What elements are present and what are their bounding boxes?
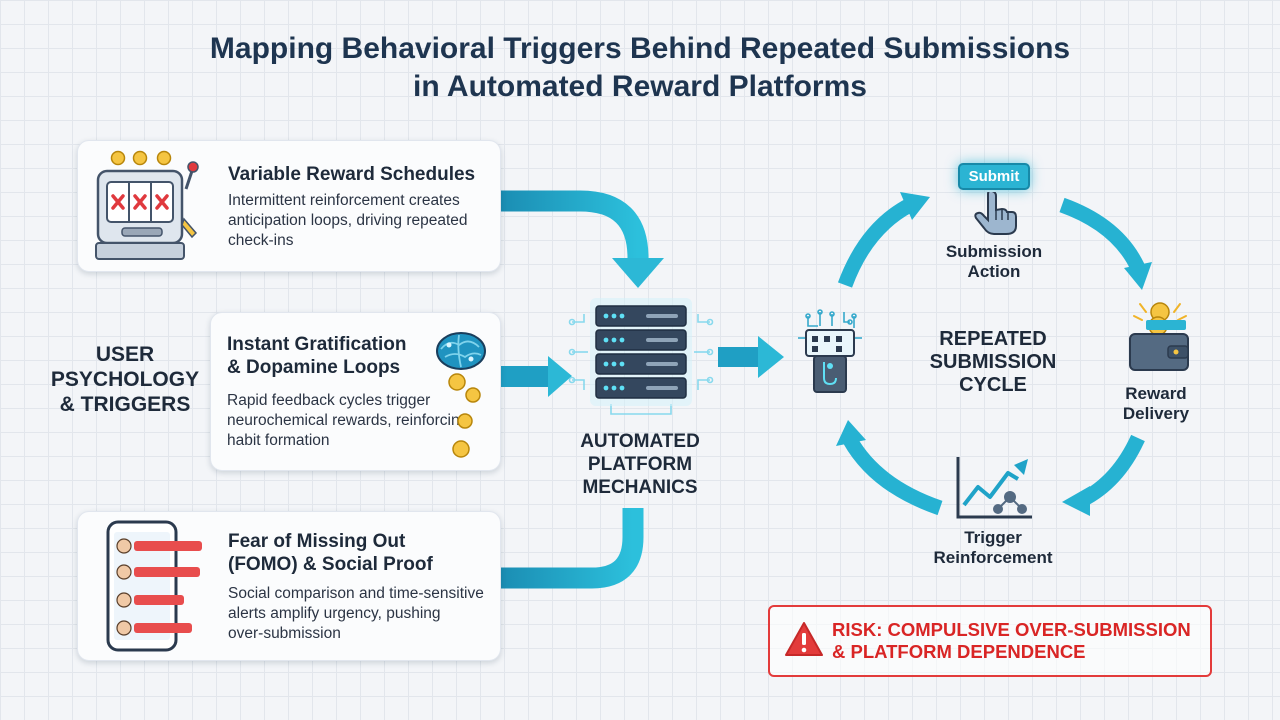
node-label-line: Trigger (964, 528, 1022, 547)
arrowhead-card1 (612, 258, 664, 288)
side-label-line: & TRIGGERS (59, 393, 191, 416)
card-body-line: Intermittent reinforcement creates (228, 192, 460, 209)
card-variable-reward: Variable Reward Schedules Intermittent r… (77, 140, 501, 272)
cycle-head-bottom-right (1062, 486, 1090, 516)
risk-text-line: RISK: COMPULSIVE OVER-SUBMISSION (832, 619, 1191, 640)
brain-icon (436, 332, 486, 458)
cycle-center-label: REPEATED SUBMISSION CYCLE (918, 328, 1068, 397)
slot-machine-icon (95, 150, 199, 260)
card-title: Fear of Missing Out (FOMO) & Social Proo… (228, 530, 433, 576)
side-label-line: PSYCHOLOGY (50, 368, 200, 391)
cycle-label-line: CYCLE (959, 374, 1027, 396)
card-body-line: habit formation (227, 432, 330, 449)
cycle-arc-bottom-right (1078, 434, 1145, 507)
card-body-line: Rapid feedback cycles trigger (227, 392, 431, 409)
card-body: Intermittent reinforcement creates antic… (228, 191, 468, 251)
submission-action-label: Submission Action (924, 242, 1064, 282)
side-label-line: USER (95, 343, 155, 366)
card-body-line: Social comparison and time-sensitive (228, 585, 484, 602)
side-label: USER PSYCHOLOGY & TRIGGERS (40, 342, 210, 417)
card-body-line: over-submission (228, 625, 341, 642)
pointer-hand-icon (974, 192, 1017, 235)
cycle-label-line: REPEATED (939, 328, 1047, 350)
title-line-2: in Automated Reward Platforms (413, 70, 867, 103)
reward-delivery-label: Reward Delivery (1096, 384, 1216, 424)
arrow-platform-body (718, 347, 760, 367)
card-instant-gratification: Instant Gratification & Dopamine Loops R… (210, 312, 501, 471)
trigger-reinforcement-label: Trigger Reinforcement (918, 528, 1068, 568)
card-title-line: & Dopamine Loops (227, 357, 401, 378)
risk-text-line: & PLATFORM DEPENDENCE (832, 641, 1086, 662)
platform-label-line: MECHANICS (582, 477, 698, 498)
page-title: Mapping Behavioral Triggers Behind Repea… (0, 30, 1280, 106)
submit-button[interactable]: Submit (958, 163, 1030, 190)
arrow-card2-body (500, 366, 550, 387)
platform-label: AUTOMATED PLATFORM MECHANICS (560, 430, 720, 499)
card-title-line: Variable Reward Schedules (228, 164, 476, 185)
wallet-icon (1129, 302, 1189, 371)
card-body-line: alerts amplify urgency, pushing (228, 605, 441, 622)
node-label-line: Submission (945, 242, 1043, 261)
node-label-line: Reward (1125, 384, 1187, 403)
platform-label-line: PLATFORM (587, 454, 693, 475)
card-fomo: Fear of Missing Out (FOMO) & Social Proo… (77, 511, 501, 661)
card-title-line: Fear of Missing Out (228, 531, 406, 552)
arrowhead-card2 (548, 356, 572, 397)
server-stack-icon (568, 298, 714, 415)
card-body-line: anticipation loops, driving repeated (228, 212, 468, 229)
card-title-line: (FOMO) & Social Proof (228, 554, 433, 575)
cycle-label-line: SUBMISSION (929, 351, 1057, 373)
processing-chip-icon (798, 309, 862, 393)
risk-callout: RISK: COMPULSIVE OVER-SUBMISSION & PLATF… (768, 605, 1212, 677)
card-body: Rapid feedback cycles trigger neurochemi… (227, 391, 468, 451)
node-label-line: Delivery (1122, 404, 1190, 423)
phone-notifications-icon (106, 520, 202, 652)
node-label-line: Reinforcement (933, 548, 1053, 567)
cycle-arc-bottom-left (843, 436, 943, 516)
node-label-line: Action (967, 262, 1021, 281)
card-title: Instant Gratification & Dopamine Loops (227, 333, 406, 379)
arrow-card1-to-platform (500, 190, 649, 262)
cycle-head-top-left (900, 192, 930, 220)
cycle-arc-top-left (837, 198, 914, 288)
growth-chart-icon (956, 457, 1032, 519)
cycle-head-top-right (1124, 262, 1152, 290)
arrow-card3-to-platform (500, 508, 644, 589)
card-body-line: neurochemical rewards, reinforcing (227, 412, 469, 429)
cycle-head-bottom-left (836, 420, 866, 446)
card-body-line: check-ins (228, 232, 294, 249)
warning-icon (785, 622, 823, 656)
platform-label-line: AUTOMATED (580, 431, 700, 452)
card-title-line: Instant Gratification (227, 334, 407, 355)
card-title: Variable Reward Schedules (228, 163, 475, 186)
risk-text: RISK: COMPULSIVE OVER-SUBMISSION & PLATF… (832, 619, 1202, 663)
title-line-1: Mapping Behavioral Triggers Behind Repea… (209, 32, 1071, 65)
card-body: Social comparison and time-sensitive ale… (228, 584, 484, 644)
cycle-arc-top-right (1059, 197, 1145, 272)
arrowhead-platform (758, 336, 784, 378)
